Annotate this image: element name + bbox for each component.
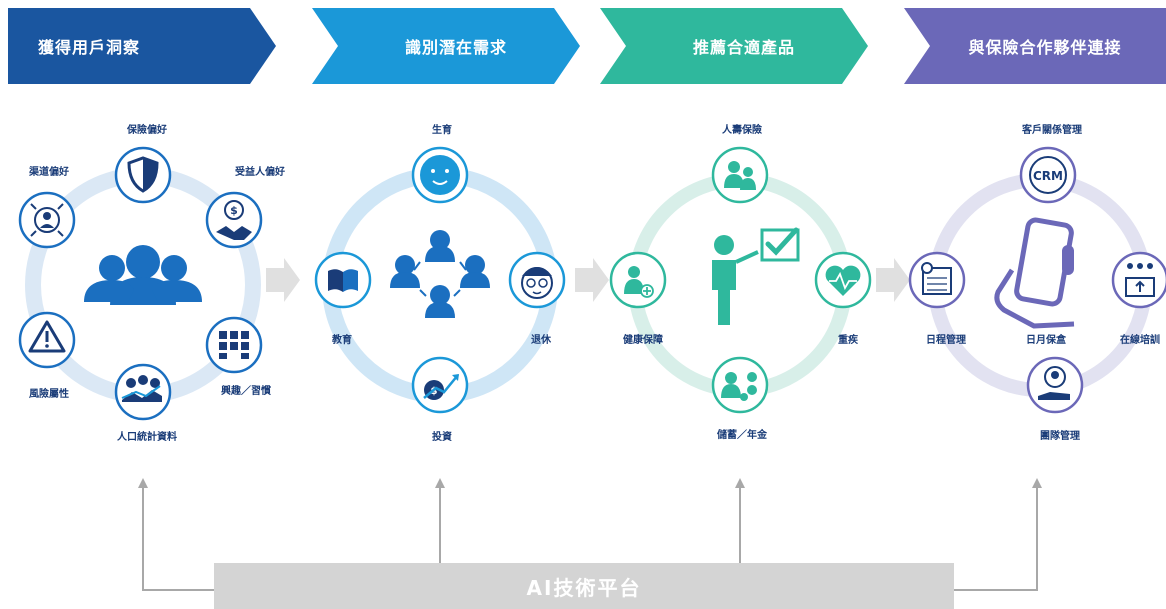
crm-text: CRM bbox=[1033, 169, 1063, 183]
handshake-dollar-icon: $ bbox=[205, 191, 263, 249]
label-demographics: 人口統計資料 bbox=[117, 432, 177, 443]
people-chart-icon bbox=[114, 363, 172, 421]
label-crm: 客戶關係管理 bbox=[1022, 125, 1082, 136]
platform-connectors bbox=[142, 486, 1038, 591]
stage-banner-needs: 識別潛在需求 bbox=[312, 8, 580, 84]
label-team-management: 團隊管理 bbox=[1040, 431, 1080, 442]
label-schedule-management: 日程管理 bbox=[926, 335, 966, 346]
shield-icon bbox=[114, 146, 172, 204]
label-critical-illness: 重疾 bbox=[838, 335, 858, 346]
user-group-icon bbox=[84, 245, 202, 305]
elderly-face-icon bbox=[508, 251, 566, 309]
ai-platform-label: AI技術平台 bbox=[526, 575, 642, 600]
stage-title: 獲得用戶洞察 bbox=[38, 38, 141, 57]
heart-monitor-icon bbox=[814, 251, 872, 309]
presenter-check-icon bbox=[712, 227, 800, 325]
up-arrowheads bbox=[138, 478, 1042, 488]
label-childbirth: 生育 bbox=[432, 125, 452, 136]
online-training-icon bbox=[1111, 251, 1166, 309]
svg-text:$: $ bbox=[230, 204, 238, 217]
savings-icon bbox=[711, 356, 769, 414]
stage-banner-insight: 獲得用戶洞察 bbox=[8, 8, 276, 84]
label-beneficiary-preference: 受益人偏好 bbox=[235, 167, 285, 178]
channel-target-icon bbox=[18, 191, 76, 249]
baby-face-icon bbox=[411, 146, 469, 204]
label-health-protection: 健康保障 bbox=[623, 335, 663, 346]
stage-title: 識別潛在需求 bbox=[404, 38, 507, 57]
svg-text:$: $ bbox=[431, 386, 438, 397]
stage-banner-partners: 與保險合作夥伴連接 bbox=[904, 8, 1166, 84]
crm-icon: CRM bbox=[1019, 146, 1077, 204]
book-icon bbox=[314, 251, 372, 309]
stage-title: 與保險合作夥伴連接 bbox=[968, 38, 1122, 57]
label-life-insurance: 人壽保險 bbox=[722, 125, 762, 136]
label-savings-annuity: 儲蓄／年金 bbox=[717, 430, 767, 441]
warning-icon bbox=[18, 311, 76, 369]
label-app-box: 日月保盒 bbox=[1026, 335, 1066, 346]
interests-grid-icon bbox=[205, 316, 263, 374]
phone-hand-icon bbox=[994, 217, 1075, 329]
label-interests-habits: 興趣／習慣 bbox=[221, 386, 271, 397]
team-management-icon bbox=[1026, 356, 1084, 414]
flow-arrow bbox=[266, 258, 300, 302]
stage-banner-products: 推薦合適產品 bbox=[600, 8, 868, 84]
health-person-icon bbox=[609, 251, 667, 309]
flow-arrow bbox=[876, 258, 910, 302]
life-insurance-icon bbox=[711, 146, 769, 204]
label-education: 教育 bbox=[332, 335, 352, 346]
investment-growth-icon: $ bbox=[411, 356, 469, 414]
calendar-icon bbox=[908, 251, 966, 309]
label-investment: 投資 bbox=[432, 432, 452, 443]
label-online-training: 在線培訓 bbox=[1120, 335, 1160, 346]
label-retirement: 退休 bbox=[531, 335, 551, 346]
label-channel-preference: 渠道偏好 bbox=[29, 167, 69, 178]
ai-platform-bar: AI技術平台 bbox=[214, 563, 954, 609]
label-insurance-preference: 保險偏好 bbox=[127, 125, 167, 136]
flow-arrow bbox=[575, 258, 609, 302]
stage-title: 推薦合適產品 bbox=[692, 38, 795, 57]
label-risk-profile: 風險屬性 bbox=[29, 389, 69, 400]
network-people-icon bbox=[390, 230, 490, 318]
